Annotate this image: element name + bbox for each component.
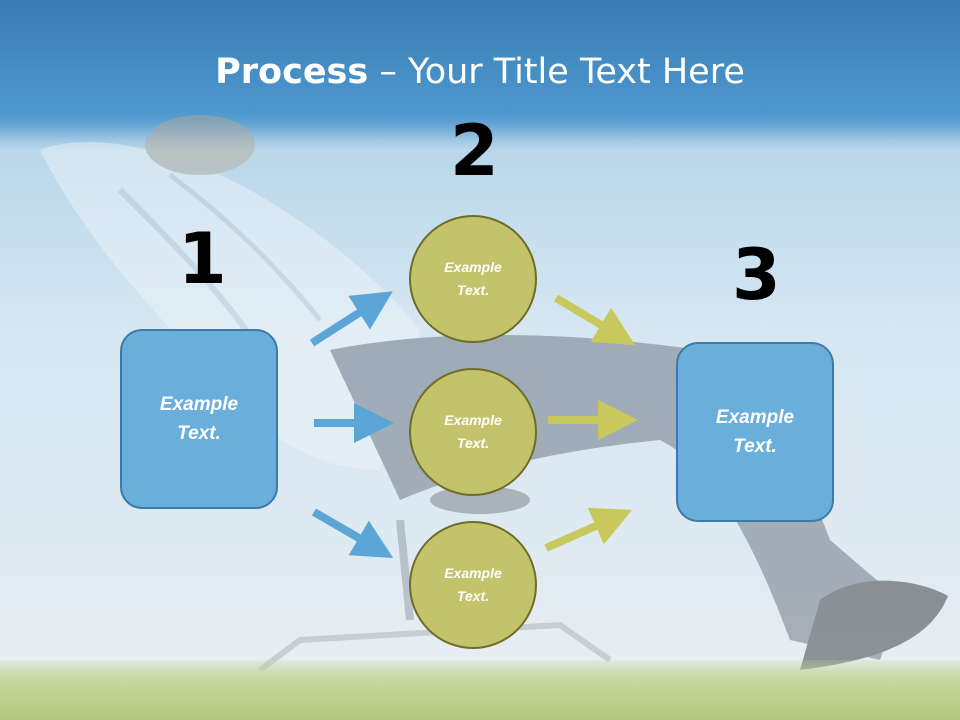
step-number-1: 1 [178, 218, 227, 300]
title-rest: – Your Title Text Here [368, 52, 745, 92]
circle-bottom[interactable]: Example Text. [409, 521, 537, 649]
circle-top-line2: Text. [456, 282, 490, 298]
circle-top[interactable]: Example Text. [409, 215, 537, 343]
title-bold: Process [215, 52, 369, 92]
circle-bottom-line1: Example [444, 565, 502, 581]
circle-top-text: Example Text. [444, 256, 502, 302]
step-1-text-line2: Text. [177, 423, 221, 444]
step-3-box[interactable]: Example Text. [676, 342, 834, 522]
circle-top-line1: Example [444, 259, 502, 275]
step-1-text: Example Text. [160, 390, 238, 448]
step-3-text-line2: Text. [733, 436, 777, 457]
circle-middle-line2: Text. [456, 435, 490, 451]
step-3-text: Example Text. [716, 403, 794, 461]
step-number-3: 3 [732, 234, 781, 316]
circle-bottom-text: Example Text. [444, 562, 502, 608]
title-band [0, 0, 960, 140]
step-1-box[interactable]: Example Text. [120, 329, 278, 509]
circle-middle-line1: Example [444, 412, 502, 428]
step-3-text-line1: Example [715, 407, 795, 428]
circle-middle[interactable]: Example Text. [409, 368, 537, 496]
circle-middle-text: Example Text. [444, 409, 502, 455]
step-number-2: 2 [450, 110, 499, 192]
step-1-text-line1: Example [159, 394, 239, 415]
circle-bottom-line2: Text. [456, 588, 490, 604]
slide-title: Process – Your Title Text Here [0, 52, 960, 92]
grass [0, 660, 960, 720]
